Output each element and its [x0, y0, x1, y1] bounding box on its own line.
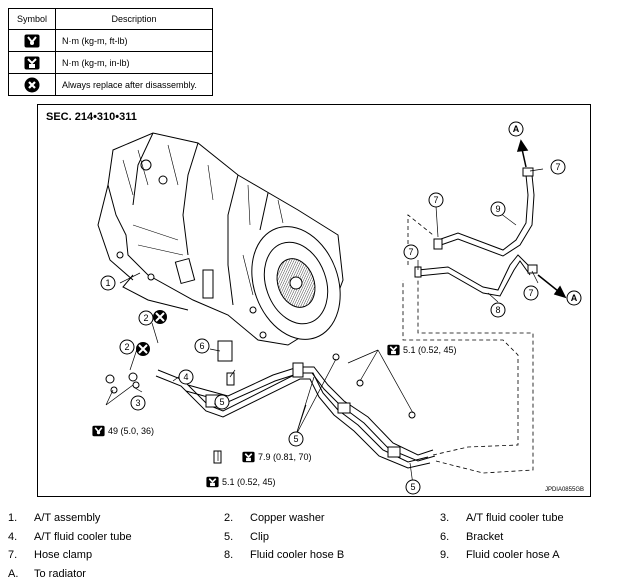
svg-text:5: 5	[293, 434, 298, 444]
callout-5a: 5	[214, 394, 230, 410]
callout-2b: 2	[119, 339, 135, 355]
callout-7a: 7	[550, 159, 566, 175]
exploded-diagram: SEC. 214•310•311	[37, 104, 591, 497]
part-2: 2.Copper washer	[224, 512, 325, 524]
figure-code: JPDIA0855GB	[544, 487, 584, 493]
svg-text:8: 8	[495, 305, 500, 315]
legend-header-description: Description	[55, 8, 213, 30]
callout-8: 8	[490, 302, 506, 318]
torque-wrench-small-icon	[242, 451, 255, 463]
callout-A-right: A	[566, 290, 582, 306]
svg-text:7: 7	[408, 247, 413, 257]
svg-text:1: 1	[105, 278, 110, 288]
part-4: 4.A/T fluid cooler tube	[8, 531, 132, 543]
legend-row-1: N·m (kg-m, ft-lb)	[55, 29, 213, 52]
legend-row-2: N·m (kg-m, in-lb)	[55, 51, 213, 74]
callout-A-top: A	[508, 121, 524, 137]
torque-label-2: 49 (5.0, 36)	[92, 425, 154, 437]
callout-9: 9	[490, 201, 506, 217]
svg-text:7: 7	[433, 195, 438, 205]
part-9: 9.Fluid cooler hose A	[440, 549, 560, 561]
part-3: 3.A/T fluid cooler tube	[440, 512, 564, 524]
torque-wrench-small-icon	[206, 476, 219, 488]
svg-text:7: 7	[555, 162, 560, 172]
svg-text:5: 5	[219, 397, 224, 407]
torque-wrench-small-icon	[8, 51, 56, 74]
torque-wrench-small-icon	[387, 344, 400, 356]
transmission-assembly	[97, 132, 344, 346]
svg-text:3: 3	[135, 398, 140, 408]
callout-4: 4	[178, 369, 194, 385]
callout-7d: 7	[523, 285, 539, 301]
part-6: 6.Bracket	[440, 531, 504, 543]
torque-label-4: 5.1 (0.52, 45)	[206, 476, 276, 488]
replace-x-icon	[8, 73, 56, 96]
svg-text:A: A	[513, 124, 520, 134]
legend-header-symbol: Symbol	[8, 8, 56, 30]
symbol-legend-table: Symbol Description N·m (kg-m, ft-lb) N·m…	[8, 8, 213, 96]
torque-wrench-icon	[8, 29, 56, 52]
part-8: 8.Fluid cooler hose B	[224, 549, 345, 561]
torque-label-1: 5.1 (0.52, 45)	[387, 344, 457, 356]
svg-text:5: 5	[410, 482, 415, 492]
svg-text:A: A	[571, 293, 578, 303]
part-7: 7.Hose clamp	[8, 549, 93, 561]
diagram-drawing: 1 2 2 3 4 5 5 5 6 7 7 7 7 8 9 A A	[97, 121, 582, 495]
svg-text:7: 7	[528, 288, 533, 298]
part-A: A.To radiator	[8, 568, 86, 580]
svg-text:4: 4	[183, 372, 188, 382]
part-5: 5.Clip	[224, 531, 269, 543]
callout-3: 3	[130, 395, 146, 411]
svg-text:6: 6	[199, 341, 204, 351]
callout-5c: 5	[405, 479, 421, 495]
callout-5b: 5	[288, 431, 304, 447]
legend-row-3: Always replace after disassembly.	[55, 73, 213, 96]
svg-text:2: 2	[124, 342, 129, 352]
svg-text:9: 9	[495, 204, 500, 214]
callout-7c: 7	[403, 244, 419, 260]
part-1: 1.A/T assembly	[8, 512, 101, 524]
callout-6: 6	[194, 338, 210, 354]
torque-label-3: 7.9 (0.81, 70)	[242, 451, 312, 463]
callout-2a: 2	[138, 310, 154, 326]
callout-1: 1	[100, 275, 116, 291]
svg-text:2: 2	[143, 313, 148, 323]
section-reference: SEC. 214•310•311	[46, 111, 137, 123]
torque-wrench-icon	[92, 425, 105, 437]
callout-7b: 7	[428, 192, 444, 208]
